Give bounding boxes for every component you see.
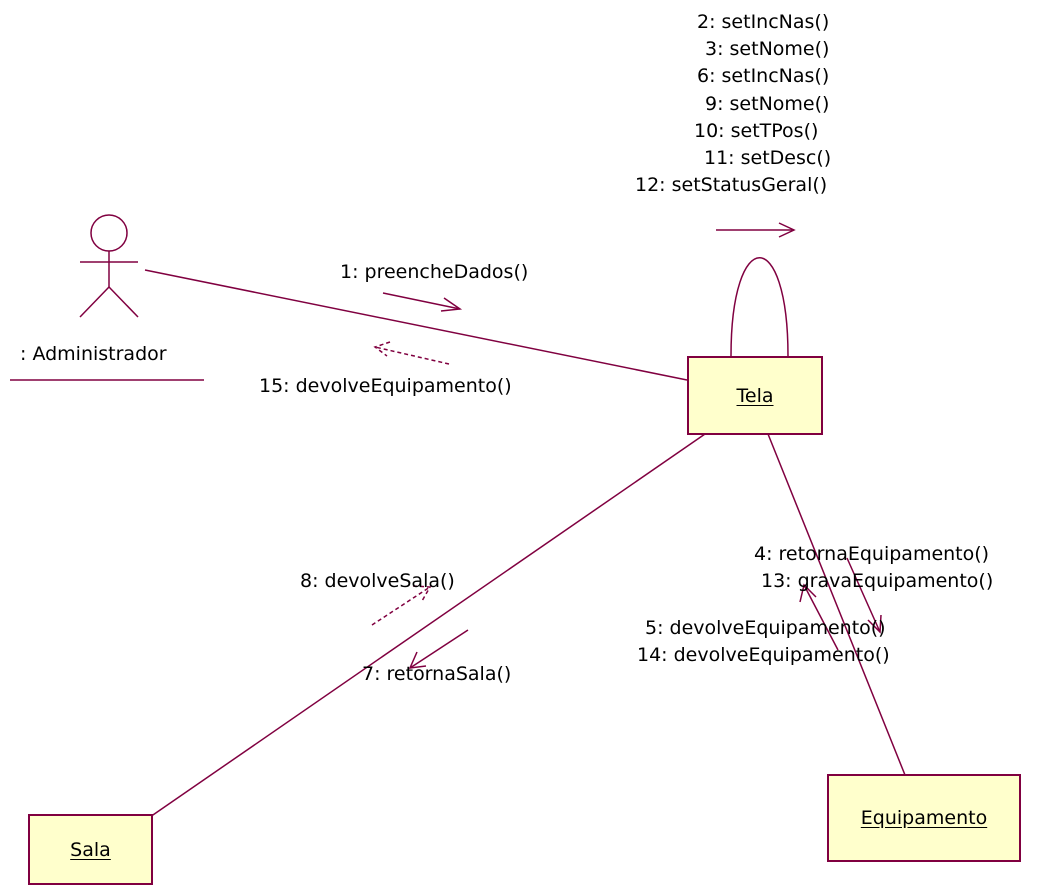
object-tela[interactable]: Tela (687, 356, 823, 435)
object-sala-label: Sala (70, 838, 111, 861)
msg-retorna-equipamento: 4: retornaEquipamento() (754, 543, 990, 565)
msg-preenche-dados: 1: preencheDados() (340, 261, 529, 283)
msg-devolve-equipamento-14: 14: devolveEquipamento() (637, 644, 890, 666)
arrow-devolve-sala (371, 585, 432, 626)
actor-figure-icon (79, 214, 139, 318)
msg-grava-equipamento: 13: gravaEquipamento() (761, 570, 994, 592)
msg-self-6: 6: setIncNas() (697, 65, 830, 87)
actor-name: : Administrador (20, 343, 167, 365)
msg-self-10: 10: setTPos() (694, 120, 819, 142)
object-sala[interactable]: Sala (28, 814, 153, 885)
arrow-to-equipamento (846, 557, 882, 634)
object-tela-label: Tela (736, 384, 774, 407)
link-tela-equipamento (767, 433, 906, 776)
msg-devolve-equipamento-actor: 15: devolveEquipamento() (259, 375, 512, 397)
object-equipamento[interactable]: Equipamento (827, 774, 1021, 862)
msg-devolve-equipamento-5: 5: devolveEquipamento() (645, 617, 886, 639)
arrow-self-call (716, 222, 796, 238)
msg-self-12: 12: setStatusGeral() (635, 174, 828, 196)
object-equipamento-label: Equipamento (860, 807, 988, 829)
msg-devolve-sala: 8: devolveSala() (300, 570, 455, 592)
arrow-from-equipamento (799, 583, 839, 651)
arrow-retorna-sala (408, 629, 469, 669)
msg-self-9: 9: setNome() (705, 93, 830, 115)
msg-self-11: 11: setDesc() (704, 147, 832, 169)
self-loop-link (730, 257, 789, 357)
arrow-devolve-equipamento-actor (373, 341, 450, 365)
arrow-preenche-dados (382, 292, 463, 312)
msg-self-3: 3: setNome() (705, 38, 830, 60)
link-tela-sala (149, 433, 706, 818)
link-actor-tela (144, 269, 688, 381)
msg-retorna-sala: 7: retornaSala() (362, 663, 512, 685)
msg-self-2: 2: setIncNas() (697, 11, 830, 33)
